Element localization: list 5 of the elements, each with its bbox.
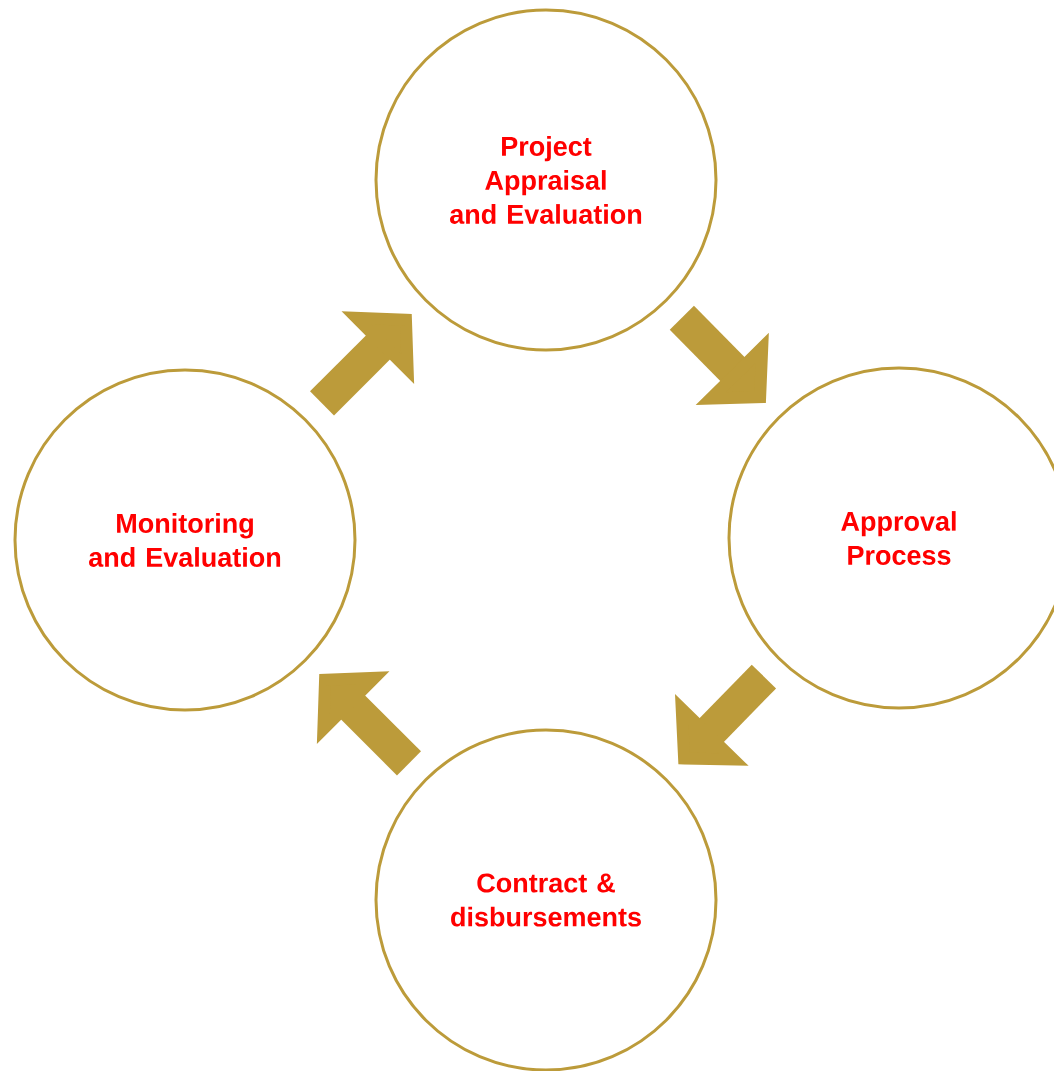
circle-node: Project Appraisal and Evaluation [374,8,718,352]
block-arrow [669,305,769,405]
circle-node: Monitoring and Evaluation [13,368,357,712]
block-arrow [675,664,777,766]
block-arrow [316,671,421,776]
